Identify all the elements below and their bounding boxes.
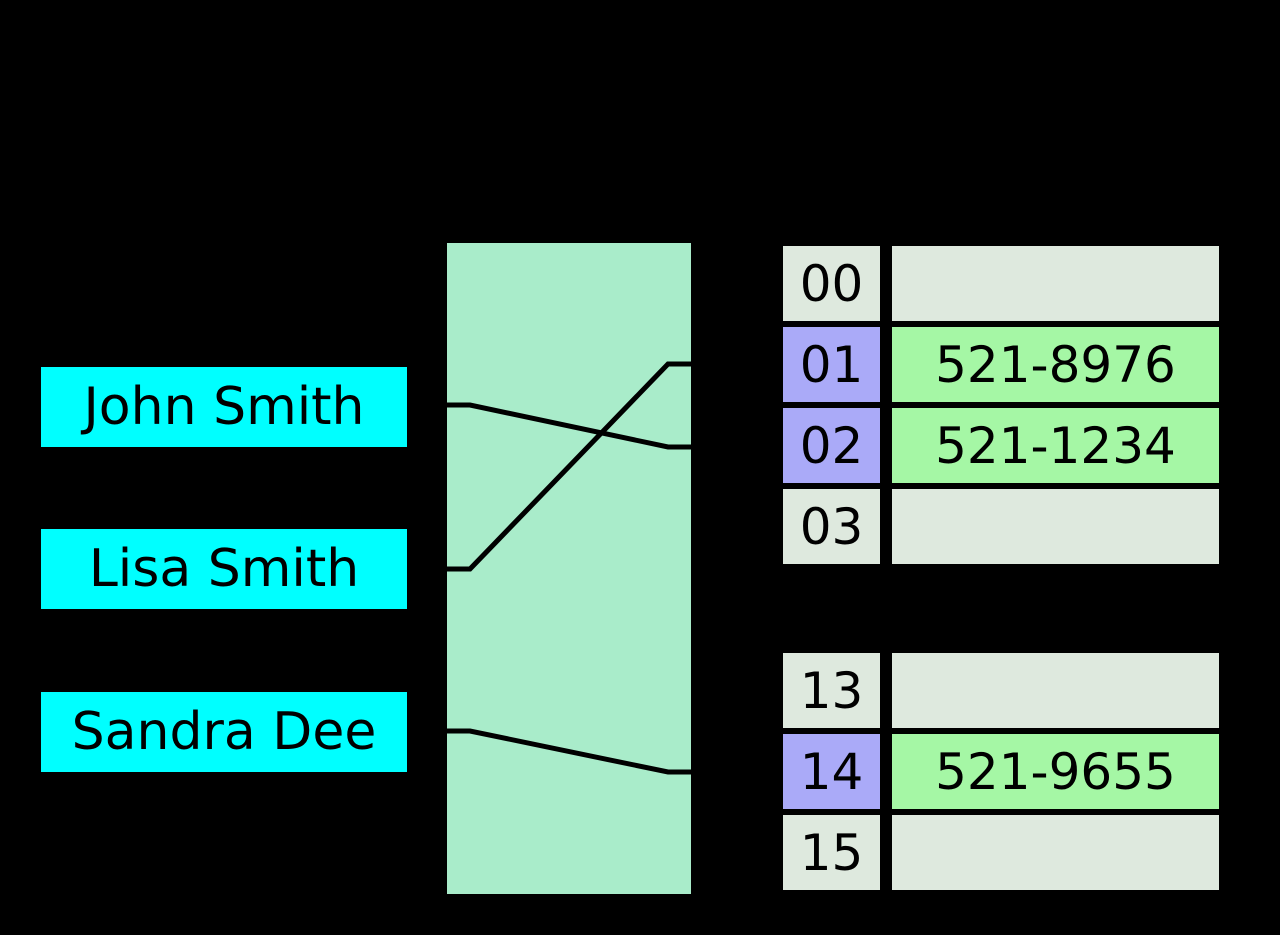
bucket-index-cell-01: 01 (783, 327, 880, 402)
bucket-index-cell-00: 00 (783, 246, 880, 321)
entry-cell-13 (892, 653, 1219, 728)
entry-cell-15 (892, 815, 1219, 890)
bucket-index-label: 13 (799, 661, 864, 720)
entry-cell-00 (892, 246, 1219, 321)
key-label: Sandra Dee (71, 702, 377, 762)
key-box-john-smith: John Smith (41, 367, 407, 447)
entry-value: 521-9655 (935, 742, 1176, 801)
entry-value: 521-1234 (935, 416, 1176, 475)
entry-value: 521-8976 (935, 335, 1176, 394)
bucket-index-label: 15 (799, 823, 864, 882)
bucket-index-label: 02 (799, 416, 864, 475)
entry-cell-14: 521-9655 (892, 734, 1219, 809)
bucket-index-cell-14: 14 (783, 734, 880, 809)
key-label: Lisa Smith (88, 539, 360, 599)
mapping-line-sandra-to-14 (447, 728, 691, 775)
bucket-index-cell-13: 13 (783, 653, 880, 728)
entry-cell-02: 521-1234 (892, 408, 1219, 483)
entry-cell-03 (892, 489, 1219, 564)
bucket-index-cell-02: 02 (783, 408, 880, 483)
entry-cell-01: 521-8976 (892, 327, 1219, 402)
bucket-index-cell-15: 15 (783, 815, 880, 890)
bucket-index-label: 01 (799, 335, 864, 394)
mapping-line-john-to-02 (447, 402, 691, 450)
key-label: John Smith (83, 377, 365, 437)
hash-function-box (447, 243, 691, 894)
bucket-index-label: 14 (799, 742, 864, 801)
bucket-index-cell-03: 03 (783, 489, 880, 564)
mapping-lines (447, 361, 691, 775)
key-box-sandra-dee: Sandra Dee (41, 692, 407, 772)
bucket-index-label: 00 (799, 254, 864, 313)
key-box-lisa-smith: Lisa Smith (41, 529, 407, 609)
bucket-index-label: 03 (799, 497, 864, 556)
mapping-line-lisa-to-01 (447, 361, 691, 572)
